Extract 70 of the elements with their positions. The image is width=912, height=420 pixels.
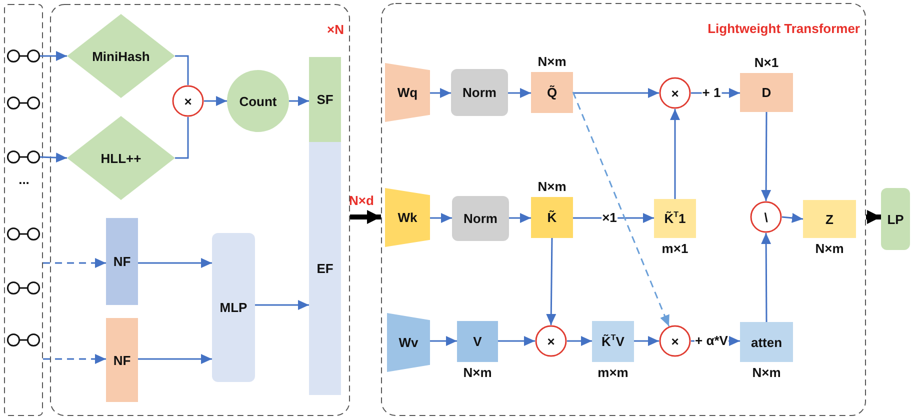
arrow [43,258,106,268]
node-label: MLP [220,300,248,315]
node-label: Q̃ [546,85,558,100]
arrow [138,354,212,364]
ellipsis-label: ... [18,173,30,187]
arrow [782,212,804,223]
arrow [572,92,670,326]
arrow [509,213,531,223]
dimension-label: N×m [538,179,566,194]
arrow [40,152,68,163]
node-label: D [762,85,772,100]
node-label: K̃$^{T}$V [602,334,624,349]
arrow [508,88,531,98]
dimension-label: N×m [815,241,844,256]
arrow [350,210,381,224]
node-label: Z [826,212,834,226]
operator-symbol: × [671,86,679,100]
arrow [43,354,106,364]
arrow [40,51,67,61]
node-label: Wv [398,335,418,350]
operator-symbol: × [547,334,555,348]
arrow [138,258,212,268]
node-label: SF [316,92,334,107]
arrow [498,336,535,346]
arrow [573,213,654,223]
arrow [634,336,659,346]
arrow [255,300,309,310]
module-title: Lightweight Transformer [708,21,860,36]
node-label: V [473,334,482,349]
module-title: ×N [327,22,344,37]
node-label: Norm [464,211,498,226]
node-label: Norm [462,85,496,100]
edge-label: + 1 [701,86,722,100]
dimension-label: N×m [463,365,492,380]
arrow [430,336,457,346]
node-label: Wq [397,85,418,100]
edge-label: ×1 [601,211,618,225]
operator-symbol: × [671,334,679,348]
node-label: EF [316,261,334,276]
node-label: K̃ [547,210,557,225]
node-label: NF [113,352,131,368]
arrow [430,88,451,98]
arrow [204,96,227,106]
node-label: Wk [398,210,418,225]
node-label: NF [113,254,131,269]
node-label: Count [239,94,277,108]
node-label: atten [750,334,782,350]
arrow [289,96,309,106]
arrow [761,233,772,322]
node-label: HLL++ [100,150,142,166]
node-label: MiniHash [92,48,150,64]
arrow [546,238,556,325]
node-label: LP [887,212,904,226]
dimension-label: N×1 [754,55,779,70]
arrow [430,213,452,223]
arrow [866,210,881,224]
dimension-label: N×m [752,365,781,380]
arrow [567,336,592,346]
arrow [670,109,680,199]
dimension-label: m×1 [662,241,688,256]
edge-label: N×d [348,194,375,208]
dimension-label: m×m [598,365,628,380]
node-label: K̃$^{T}$1 [664,211,686,226]
operator-symbol: × [184,94,192,108]
operator-symbol: \ [764,210,768,224]
arrow [175,55,189,85]
arrow [573,88,659,98]
edge-label: + α*V [694,334,729,348]
dimension-label: N×m [538,54,566,69]
arrow [761,112,772,201]
